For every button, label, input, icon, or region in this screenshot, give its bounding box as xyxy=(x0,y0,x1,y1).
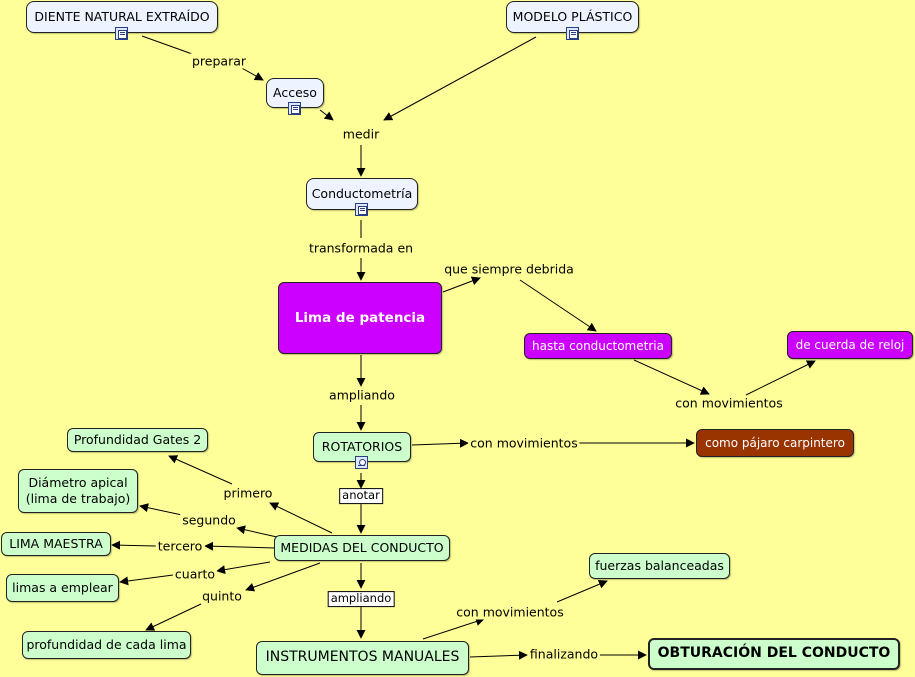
link-label-transformada: transformada en xyxy=(306,240,416,256)
connector xyxy=(319,109,334,121)
concept-fuerzas-balanceadas[interactable]: fuerzas balanceadas xyxy=(589,553,730,579)
connector xyxy=(633,359,710,395)
concept-diametro-apical[interactable]: Diámetro apical (lima de trabajo) xyxy=(18,469,138,513)
connector xyxy=(119,574,174,586)
concept-label: Acceso xyxy=(273,85,317,101)
concept-label: LIMA MAESTRA xyxy=(9,536,103,552)
concept-map-icon[interactable] xyxy=(355,456,368,469)
concept-label: limas a emplear xyxy=(12,580,113,596)
concept-label: como pájaro carpintero xyxy=(705,435,845,450)
connector xyxy=(139,503,183,516)
connector xyxy=(145,603,202,631)
link-label-primero: primero xyxy=(221,485,275,501)
connector xyxy=(556,579,608,603)
connector xyxy=(111,540,157,550)
connector xyxy=(442,276,481,293)
concept-cuerda-de-reloj[interactable]: de cuerda de reloj xyxy=(787,331,913,359)
concept-medidas-del-conducto[interactable]: MEDIDAS DEL CONDUCTO xyxy=(274,535,450,561)
concept-label: de cuerda de reloj xyxy=(795,337,905,352)
connector xyxy=(216,561,271,575)
concept-profundidad-gates[interactable]: Profundidad Gates 2 xyxy=(67,428,208,452)
link-label-anotar: anotar xyxy=(339,488,383,504)
concept-profundidad-cada-lima[interactable]: profundidad de cada lima xyxy=(22,631,191,659)
connector xyxy=(141,35,196,56)
concept-label: INSTRUMENTOS MANUALES xyxy=(265,649,460,666)
connector xyxy=(469,650,528,660)
link-label-cuarto: cuarto xyxy=(172,566,218,582)
link-label-tercero: tercero xyxy=(155,538,205,554)
link-label-siempre-debrida: que siempre debrida xyxy=(442,261,576,277)
concept-label: ROTATORIOS xyxy=(321,439,403,455)
connector xyxy=(204,541,276,551)
concept-label: fuerzas balanceadas xyxy=(595,558,724,574)
link-label-ampliando: ampliando xyxy=(327,591,395,607)
concept-label: MODELO PLÁSTICO xyxy=(512,9,633,25)
document-icon[interactable] xyxy=(355,203,368,216)
concept-label: hasta conductometria xyxy=(532,338,664,353)
concept-lima-de-patencia[interactable]: Lima de patencia xyxy=(278,282,442,354)
connector xyxy=(168,455,233,485)
link-label-ampliando: ampliando xyxy=(327,387,397,403)
link-label-con-movimientos: con movimientos xyxy=(673,395,785,411)
concept-hasta-conductometria[interactable]: hasta conductometria xyxy=(524,333,672,359)
concept-label: MEDIDAS DEL CONDUCTO xyxy=(280,540,444,556)
concept-label: Conductometría xyxy=(311,186,413,202)
concept-limas-a-emplear[interactable]: limas a emplear xyxy=(6,574,119,602)
link-label-quinto: quinto xyxy=(200,588,244,604)
concept-obturacion-del-conducto[interactable]: OBTURACIÓN DEL CONDUCTO xyxy=(648,638,900,670)
document-icon[interactable] xyxy=(115,27,128,40)
connector xyxy=(422,617,485,640)
document-icon[interactable] xyxy=(288,102,301,115)
connector xyxy=(236,525,278,538)
connector xyxy=(745,360,816,396)
concept-label: Lima de patencia xyxy=(294,309,426,326)
connector xyxy=(519,279,597,332)
connector xyxy=(269,502,333,534)
concept-label: Profundidad Gates 2 xyxy=(73,432,202,448)
link-label-segundo: segundo xyxy=(180,512,238,528)
document-icon[interactable] xyxy=(566,27,579,40)
connector xyxy=(245,562,321,592)
connector xyxy=(239,66,264,81)
connector xyxy=(411,438,469,448)
concept-label: DIENTE NATURAL EXTRAÍDO xyxy=(34,9,210,25)
concept-label: OBTURACIÓN DEL CONDUCTO xyxy=(657,645,891,662)
link-label-con-movimientos: con movimientos xyxy=(454,604,566,620)
link-label-con-movimientos: con movimientos xyxy=(468,435,580,451)
link-label-medir: medir xyxy=(340,126,382,142)
link-label-finalizando: finalizando xyxy=(527,646,601,662)
concept-instrumentos-manuales[interactable]: INSTRUMENTOS MANUALES xyxy=(256,641,469,675)
concept-label: profundidad de cada lima xyxy=(26,637,187,653)
concept-pajaro-carpintero[interactable]: como pájaro carpintero xyxy=(696,429,854,457)
concept-label: Diámetro apical (lima de trabajo) xyxy=(25,475,131,506)
link-label-preparar: preparar xyxy=(189,53,249,69)
concept-lima-maestra[interactable]: LIMA MAESTRA xyxy=(1,532,111,556)
connector xyxy=(383,36,537,121)
